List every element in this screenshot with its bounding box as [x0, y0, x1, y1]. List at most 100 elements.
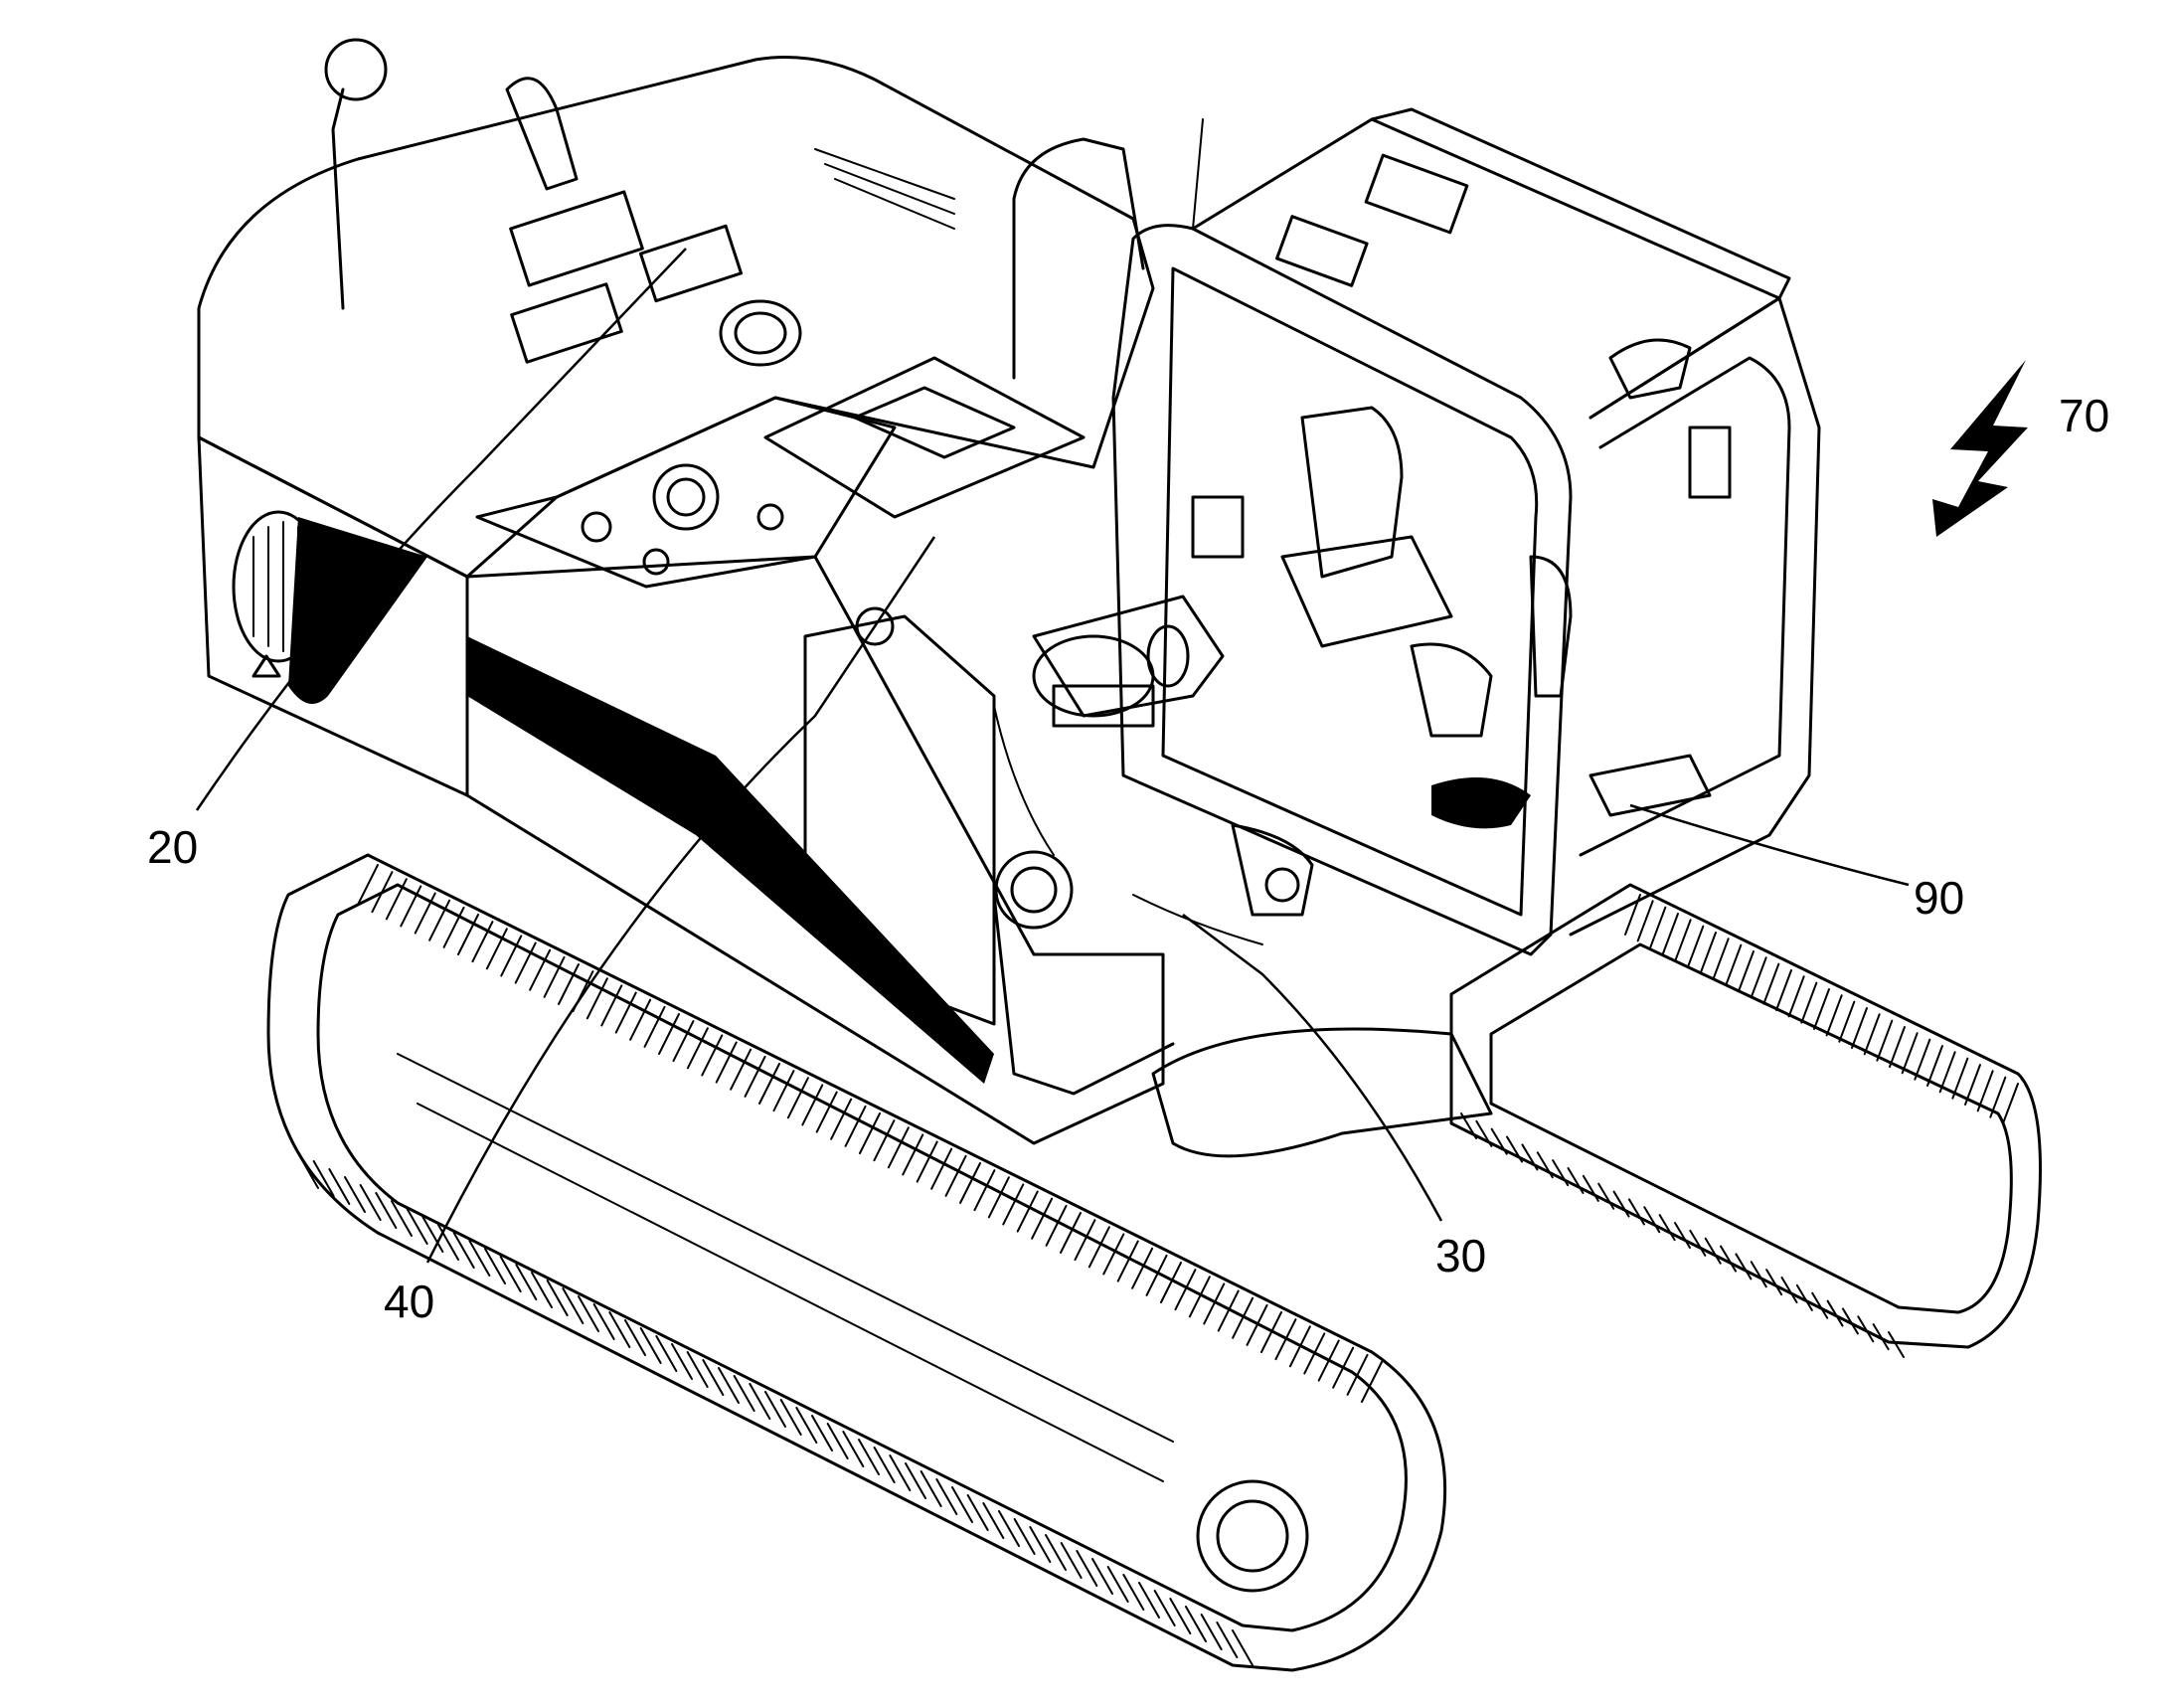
track-tread	[1775, 969, 1792, 1011]
track-tread	[1725, 943, 1743, 986]
track-tread	[1091, 1558, 1113, 1595]
track-tread	[344, 1176, 366, 1213]
track-tread	[1506, 1135, 1524, 1163]
reference-label-40: 40	[384, 1276, 435, 1327]
reference-label-70: 70	[2059, 390, 2110, 441]
track-tread	[889, 1454, 912, 1491]
leader-line-20	[195, 248, 687, 811]
track-tread	[772, 1070, 795, 1112]
track-tread	[1658, 1214, 1676, 1242]
track-tread	[1889, 1026, 1906, 1068]
track-tread	[562, 1287, 585, 1324]
track-tread	[1188, 1276, 1211, 1318]
track-tread	[614, 991, 637, 1034]
track-tread	[1627, 1198, 1645, 1226]
track-tread	[531, 1272, 553, 1308]
track-tread	[297, 1152, 319, 1189]
track-tread	[643, 1005, 666, 1048]
track-tread	[1872, 1323, 1890, 1351]
track-tread	[1926, 1045, 1943, 1087]
track-tread	[1876, 1019, 1894, 1062]
track-tread	[655, 1335, 678, 1372]
track-tread	[1567, 1167, 1585, 1194]
track-tread	[608, 1311, 631, 1348]
track-tread	[1700, 932, 1717, 973]
track-tread	[1246, 1303, 1268, 1346]
leader-lines	[195, 248, 1910, 1264]
track-tread	[1153, 1590, 1176, 1626]
upper-structure	[197, 38, 1165, 1145]
track-tread	[1689, 1229, 1707, 1257]
track-tread	[328, 1168, 351, 1205]
track-tread	[701, 1034, 724, 1077]
track-tread	[1060, 1212, 1082, 1254]
track-tread	[514, 941, 537, 984]
track-tread	[1232, 1296, 1254, 1339]
track-tread	[1762, 962, 1780, 1005]
track-tread	[1720, 1245, 1738, 1273]
track-tread	[414, 892, 436, 935]
track-tread	[1361, 1361, 1383, 1403]
track-tread	[1303, 1332, 1326, 1375]
track-tread	[1795, 1283, 1813, 1311]
track-tread	[1704, 1237, 1722, 1265]
track-tread	[982, 1502, 1005, 1539]
track-tread	[1851, 1007, 1868, 1049]
track-tread	[749, 1383, 771, 1420]
track-tread	[702, 1359, 725, 1396]
track-tread	[1643, 1206, 1661, 1234]
track-tread	[795, 1407, 818, 1444]
track-tread	[1914, 1038, 1931, 1081]
track-tread	[973, 1169, 996, 1212]
track-tread	[718, 1367, 740, 1404]
track-tread	[830, 1098, 853, 1140]
track-tread	[406, 1208, 428, 1245]
track-tread	[1332, 1346, 1355, 1389]
track-tread	[1811, 1291, 1829, 1319]
track-tread	[1964, 1064, 1981, 1106]
track-tread	[1674, 1222, 1691, 1249]
track-tread	[758, 1063, 780, 1105]
track-tread	[966, 1494, 989, 1531]
right-crawler-track	[1449, 883, 2042, 1358]
track-tread	[499, 1256, 522, 1292]
track-tread	[1216, 1622, 1239, 1658]
track-tread	[1102, 1233, 1125, 1276]
track-tread	[391, 1200, 413, 1237]
track-tread	[1045, 1204, 1068, 1247]
track-tread	[887, 1126, 910, 1169]
track-tread	[1174, 1269, 1197, 1311]
track-tread	[624, 1319, 646, 1356]
reference-label-90: 90	[1914, 872, 1965, 924]
track-tread	[1825, 994, 1843, 1037]
track-tread	[1735, 1253, 1753, 1281]
track-tread	[1838, 1000, 1856, 1043]
track-tread	[452, 1232, 475, 1269]
track-tread	[442, 906, 465, 948]
track-tread	[998, 1510, 1020, 1547]
track-tread	[902, 1133, 924, 1176]
track-tread	[529, 948, 552, 991]
track-tread	[1765, 1269, 1783, 1296]
track-tread	[686, 1027, 709, 1070]
track-tread	[1662, 913, 1679, 954]
track-tread	[764, 1391, 786, 1428]
track-tread	[1841, 1307, 1859, 1335]
track-tread	[1800, 981, 1818, 1024]
track-tread	[400, 885, 422, 928]
track-tread	[421, 1216, 444, 1253]
track-tread	[786, 1077, 809, 1119]
lightning-arrow-icon	[1932, 360, 2028, 537]
track-tread	[944, 1154, 967, 1197]
track-tread	[558, 963, 580, 1005]
track-tread	[1649, 906, 1667, 948]
track-tread	[485, 928, 508, 970]
leader-line-30	[1182, 914, 1443, 1222]
track-tread	[1826, 1299, 1844, 1327]
track-tread	[811, 1415, 833, 1452]
track-tread	[1780, 1277, 1798, 1303]
track-tread	[375, 1192, 398, 1229]
track-tread	[1750, 956, 1767, 999]
track-tread	[935, 1478, 958, 1515]
track-tread	[1016, 1190, 1039, 1233]
